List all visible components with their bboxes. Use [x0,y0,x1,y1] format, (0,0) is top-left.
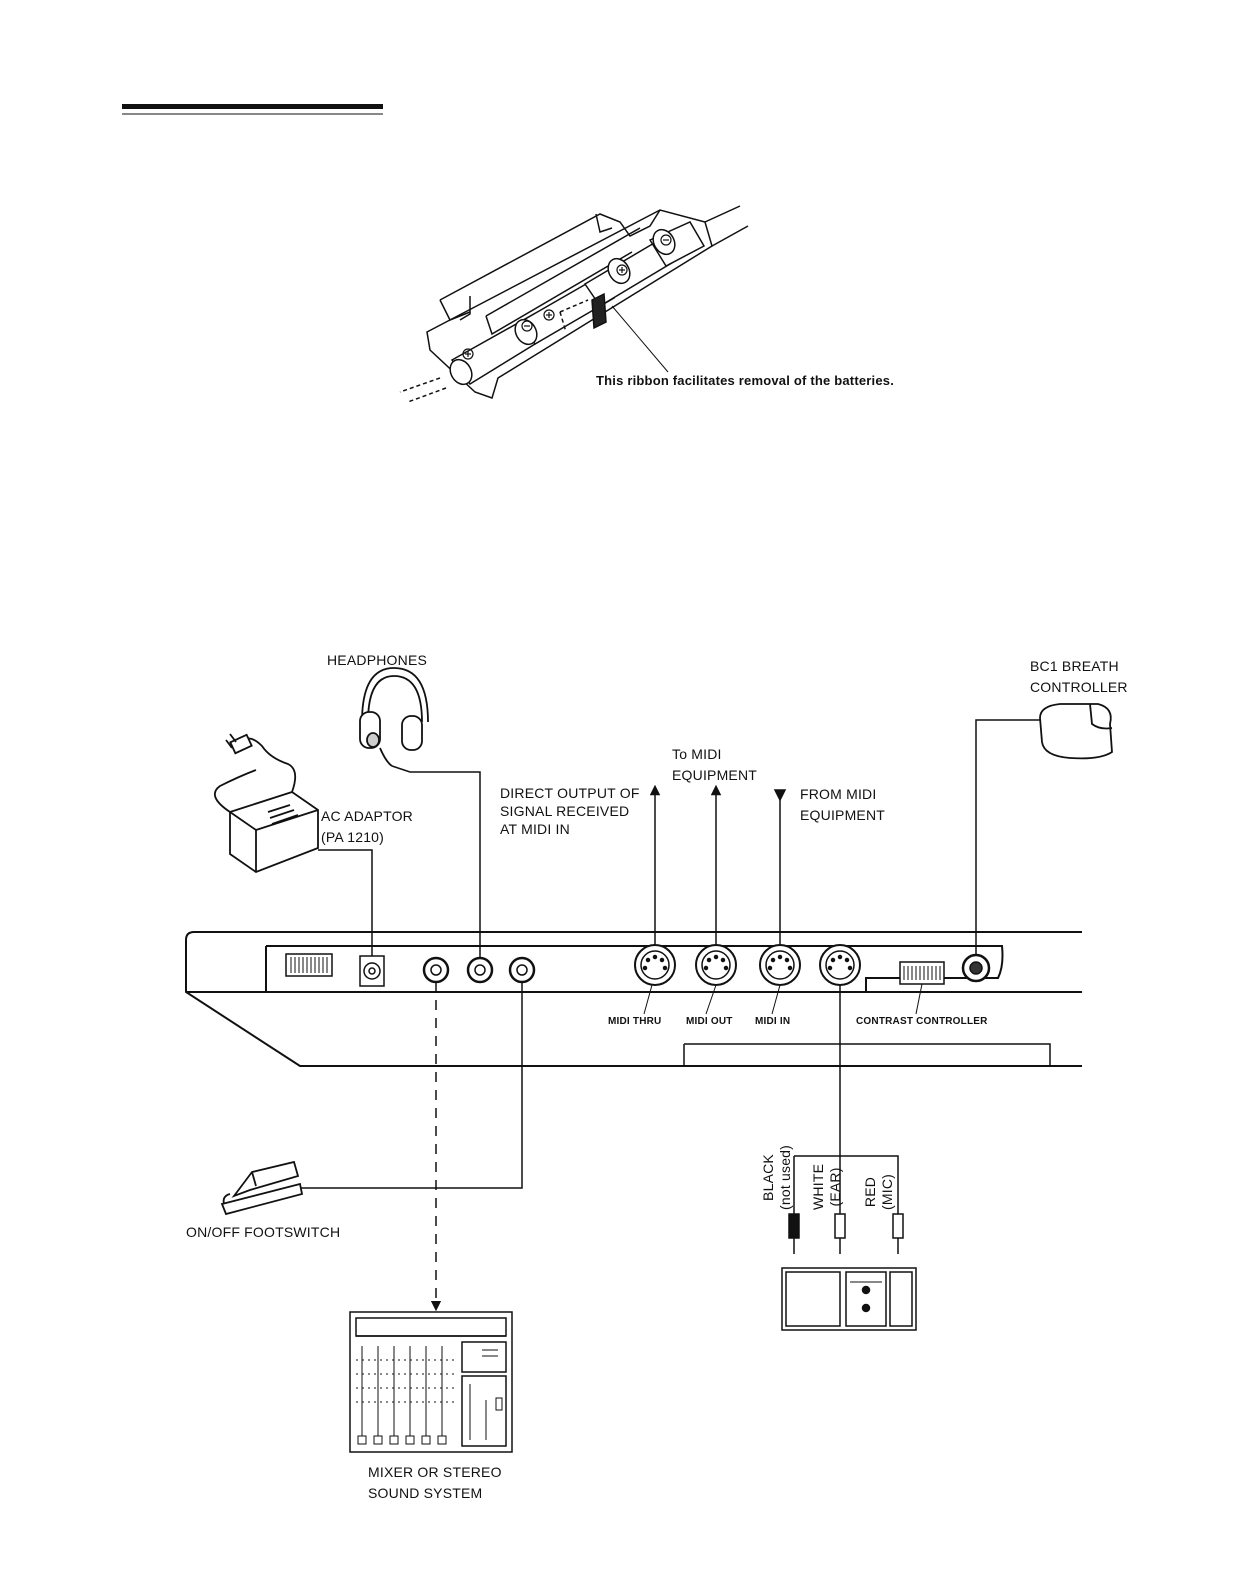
to-midi-label: To MIDI EQUIPMENT [672,746,758,783]
from-midi-label: FROM MIDI EQUIPMENT [800,786,886,823]
volume-slider-ticks [290,957,328,973]
ac-adaptor-icon [213,733,319,874]
midi-thru-port-icon [634,944,676,986]
mixer-icon [349,1311,513,1453]
breath-controller-icon [1039,703,1113,760]
section-header-rule [122,104,383,115]
white-cable-label: WHITE (EAR) [810,1163,843,1210]
headphones-label: HEADPHONES [327,652,428,668]
footswitch-jack-icon [508,956,536,984]
cassette-recorder-icon [781,1267,917,1331]
instrument-rear-panel [185,931,1082,1067]
footswitch-icon [220,1160,304,1216]
volume-slider-icon [285,953,333,977]
output-jack-icon [422,956,450,984]
phones-jack-icon [466,956,494,984]
breath-controller-label: BC1 BREATH CONTROLLER [1030,658,1128,695]
mixer-label: MIXER OR STEREO SOUND SYSTEM [368,1464,502,1501]
midi-in-label: MIDI IN [755,1016,791,1027]
contrast-controller-icon [899,961,945,985]
black-plug-icon [788,1213,800,1239]
white-plug-icon [834,1213,846,1239]
panel-connectors [285,944,991,987]
midi-out-port-icon [695,944,737,986]
battery-compartment-drawing [399,205,749,403]
midi-out-label: MIDI OUT [686,1016,733,1027]
midi-thru-label: MIDI THRU [608,1016,662,1027]
footswitch-label: ON/OFF FOOTSWITCH [186,1224,341,1240]
headphones-icon [359,667,429,767]
black-cable-label: BLACK (not used) [760,1144,793,1210]
connector-leader-lines [643,983,923,1015]
battery-ribbon-caption: This ribbon facilitates removal of the b… [596,373,895,388]
cables [294,719,1040,1214]
midi-in-port-icon [759,944,801,986]
red-cable-label: RED (MIC) [862,1174,895,1210]
contrast-controller-label: CONTRAST CONTROLLER [856,1016,988,1027]
cassette-plugs [788,1213,904,1254]
cassette-port-icon [819,944,861,986]
direct-output-label: DIRECT OUTPUT OF SIGNAL RECEIVED AT MIDI… [500,785,640,837]
red-plug-icon [892,1213,904,1239]
ac-adaptor-label: AC ADAPTOR (PA 1210) [321,808,413,845]
midi-arrows [649,784,787,945]
